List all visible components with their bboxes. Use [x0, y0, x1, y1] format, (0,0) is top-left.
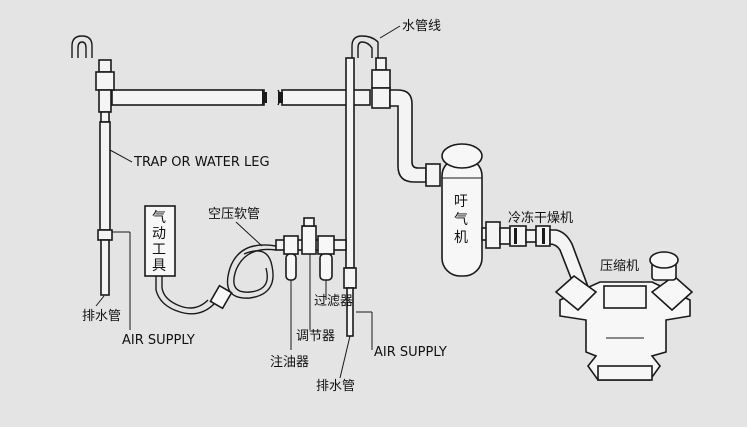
label-tool-1: 气: [152, 210, 166, 226]
label-drain-pipe-left: 排水管: [82, 309, 121, 324]
label-tank-1: 吁: [454, 194, 468, 210]
label-air-supply-right: AIR SUPPLY: [374, 345, 447, 360]
main-header-pipe: [111, 89, 371, 106]
label-tool-2: 动: [152, 226, 166, 242]
label-tank-3: 机: [454, 230, 468, 246]
label-water-pipe-line: 水管线: [402, 19, 441, 34]
header-to-tank-pipe: [389, 89, 441, 187]
label-lubricator: 注油器: [270, 355, 309, 370]
label-filter: 过滤器: [314, 294, 353, 309]
label-drain-pipe-bottom: 排水管: [316, 379, 355, 394]
label-trap-or-water-leg: TRAP OR WATER LEG: [133, 155, 270, 170]
label-compressor: 压缩机: [600, 258, 639, 274]
label-regulator: 调节器: [296, 329, 335, 344]
left-water-leg: [71, 35, 131, 330]
pneumatic-tool: [144, 205, 176, 277]
label-refrigerated-dryer: 冷冻干燥机: [508, 210, 573, 226]
right-drop-pipe: [343, 35, 391, 350]
compressor: [554, 251, 694, 381]
label-tool-4: 具: [152, 258, 166, 274]
frl-unit: [275, 217, 347, 350]
air-receiver-tank: [441, 143, 483, 277]
label-air-hose: 空压软管: [208, 207, 260, 222]
label-air-supply-left: AIR SUPPLY: [122, 333, 195, 348]
label-tool-3: 工: [152, 242, 166, 258]
air-hose: [155, 244, 277, 315]
label-tank-2: 气: [454, 212, 468, 228]
